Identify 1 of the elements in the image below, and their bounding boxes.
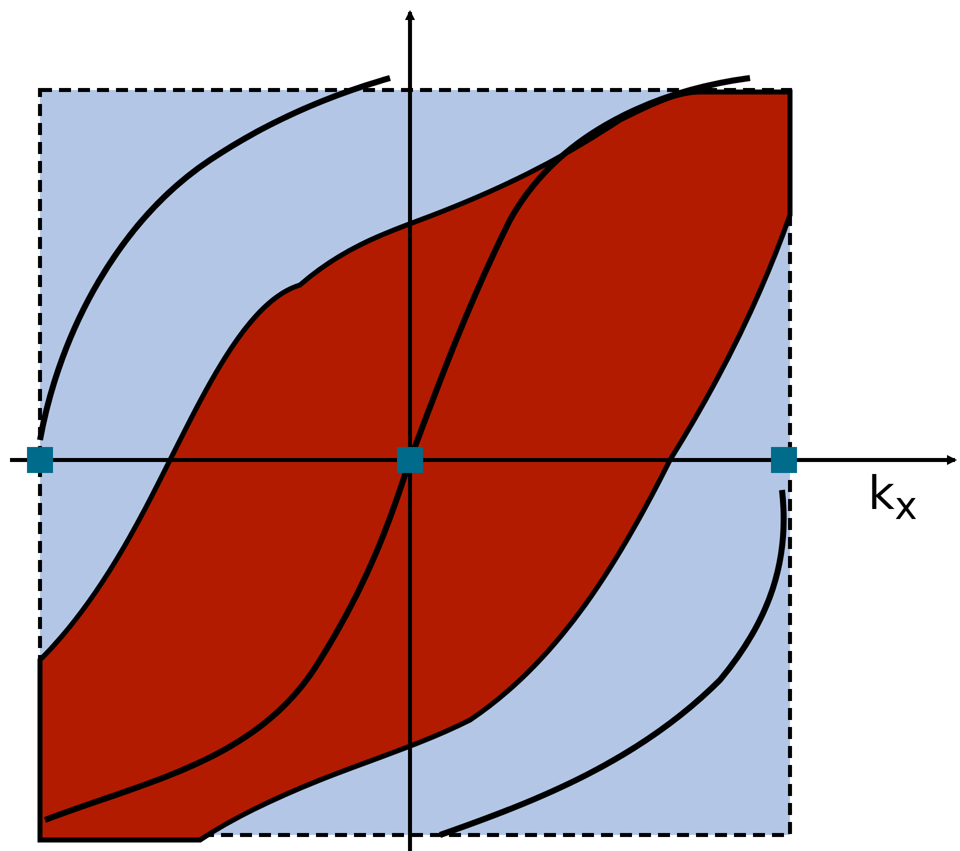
axis-label: k$_{x}$	[868, 470, 918, 527]
